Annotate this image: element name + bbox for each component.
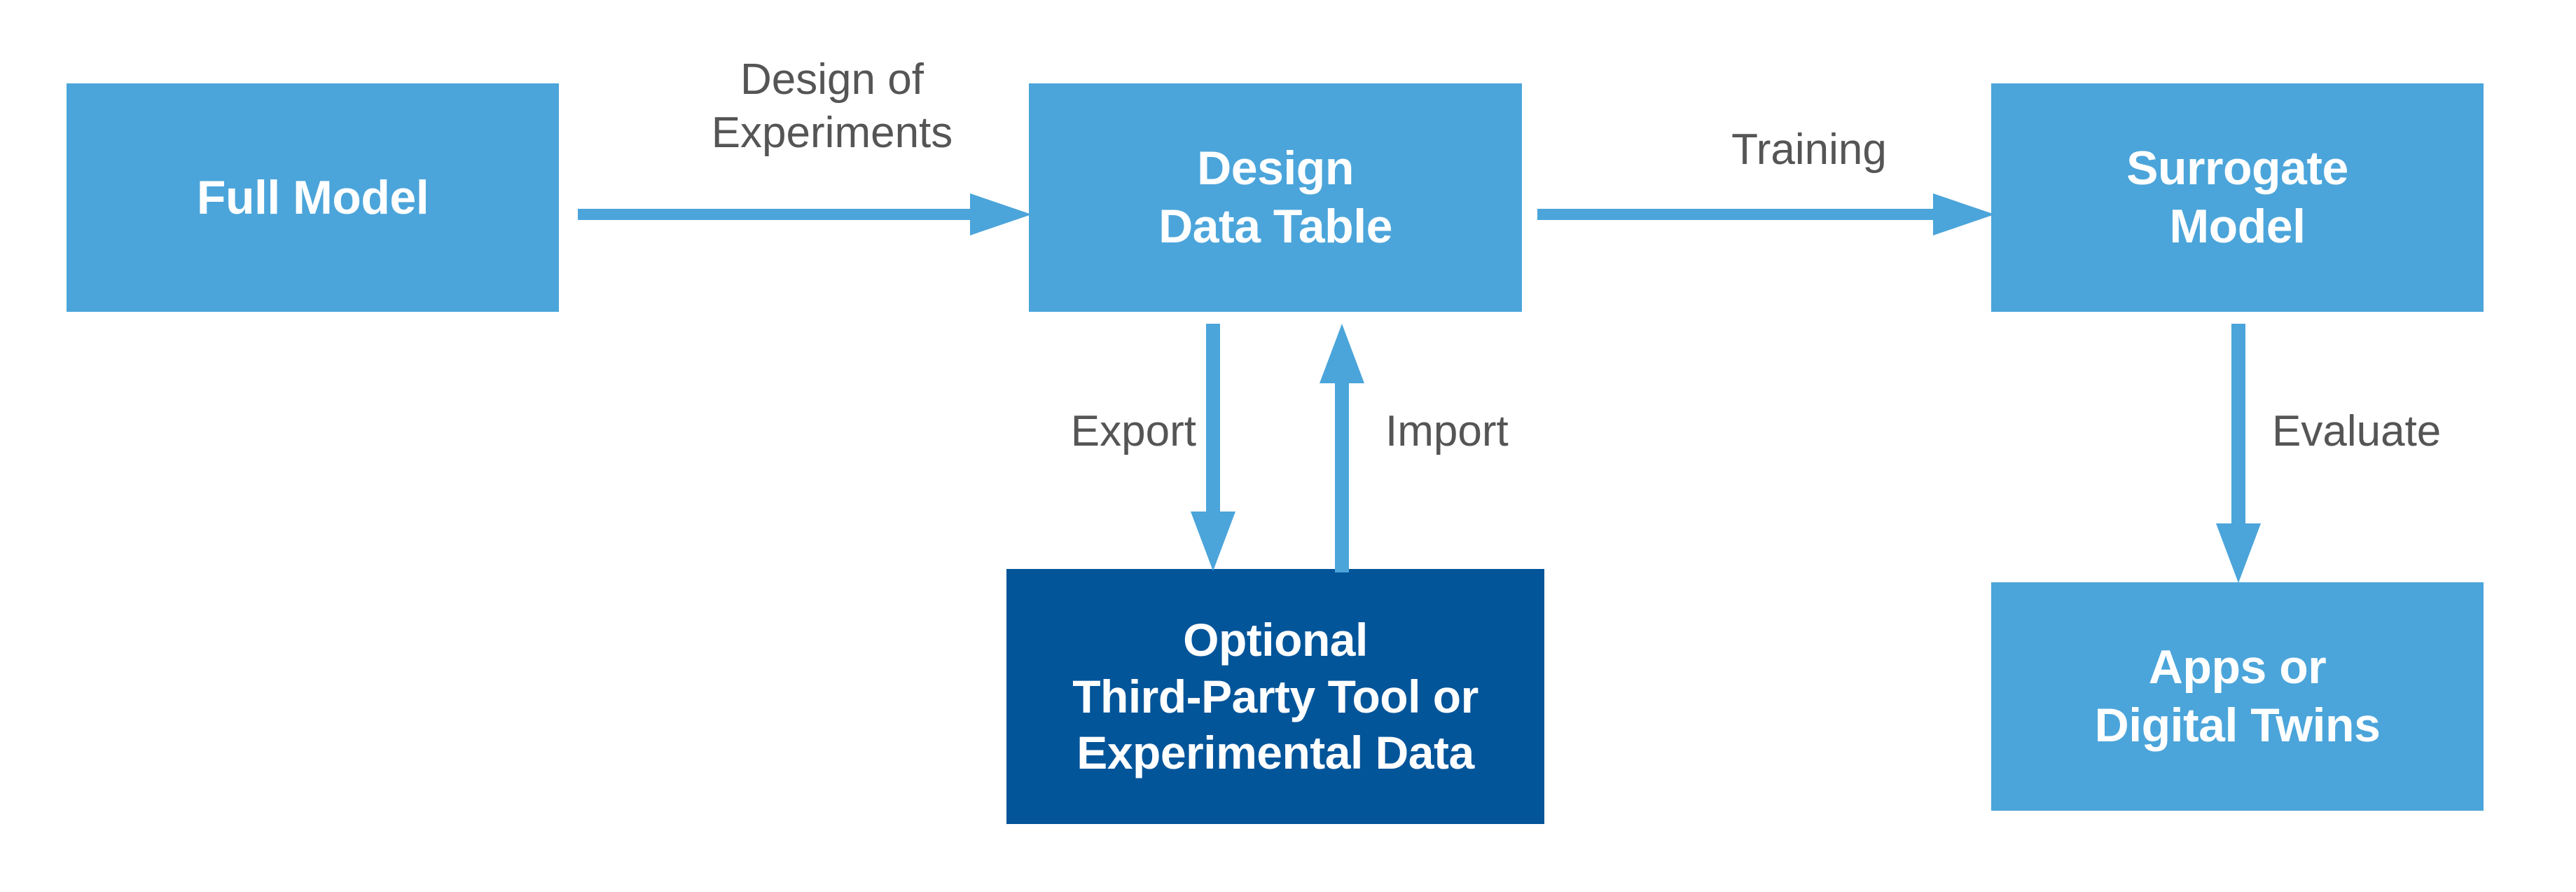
arrow-import-icon xyxy=(1315,324,1369,572)
node-surrogate-model-text: Surrogate Model xyxy=(2126,139,2348,256)
node-apps-or-digital-twins[interactable]: Apps or Digital Twins xyxy=(1991,582,2484,811)
edge-label-evaluate-line-1: Evaluate xyxy=(2272,407,2442,455)
node-design-data-table-line-2: Data Table xyxy=(1158,200,1392,253)
arrow-evaluate-icon xyxy=(2212,324,2265,584)
node-full-model[interactable]: Full Model xyxy=(67,83,559,312)
node-design-data-table-text: Design Data Table xyxy=(1158,139,1392,256)
edge-label-export-line-1: Export xyxy=(1070,407,1196,455)
node-apps-or-digital-twins-line-2: Digital Twins xyxy=(2094,699,2381,752)
node-surrogate-model-line-2: Model xyxy=(2169,200,2306,253)
node-third-party-tool[interactable]: Optional Third-Party Tool or Experimenta… xyxy=(1006,569,1544,824)
edge-label-design-of-experiments: Design of Experiments xyxy=(664,53,1000,159)
node-third-party-tool-line-2: Third-Party Tool or xyxy=(1072,670,1479,722)
edge-label-training: Training xyxy=(1669,123,1949,177)
edge-label-evaluate: Evaluate xyxy=(2272,405,2503,458)
node-surrogate-model[interactable]: Surrogate Model xyxy=(1991,83,2484,312)
node-surrogate-model-line-1: Surrogate xyxy=(2126,142,2348,195)
edge-label-training-line-1: Training xyxy=(1731,125,1887,174)
edge-label-import: Import xyxy=(1385,405,1595,458)
edge-label-design-of-experiments-line-2: Experiments xyxy=(711,108,953,157)
edge-label-design-of-experiments-line-1: Design of xyxy=(740,55,924,104)
node-third-party-tool-line-1: Optional xyxy=(1183,614,1368,666)
edge-label-import-line-1: Import xyxy=(1385,407,1509,455)
node-apps-or-digital-twins-text: Apps or Digital Twins xyxy=(2095,638,2381,755)
arrow-training-icon xyxy=(1537,188,1996,241)
node-apps-or-digital-twins-line-1: Apps or xyxy=(2148,640,2327,694)
edge-label-export: Export xyxy=(1000,405,1196,458)
node-design-data-table-line-1: Design xyxy=(1197,142,1354,195)
arrow-export-icon xyxy=(1186,324,1240,572)
arrow-design-of-experiments-icon xyxy=(578,188,1033,241)
node-full-model-line-1: Full Model xyxy=(196,170,429,224)
node-third-party-tool-line-3: Experimental Data xyxy=(1076,727,1474,779)
node-design-data-table[interactable]: Design Data Table xyxy=(1029,83,1522,312)
node-third-party-tool-text: Optional Third-Party Tool or Experimenta… xyxy=(1072,612,1479,781)
node-full-model-text: Full Model xyxy=(197,169,429,227)
